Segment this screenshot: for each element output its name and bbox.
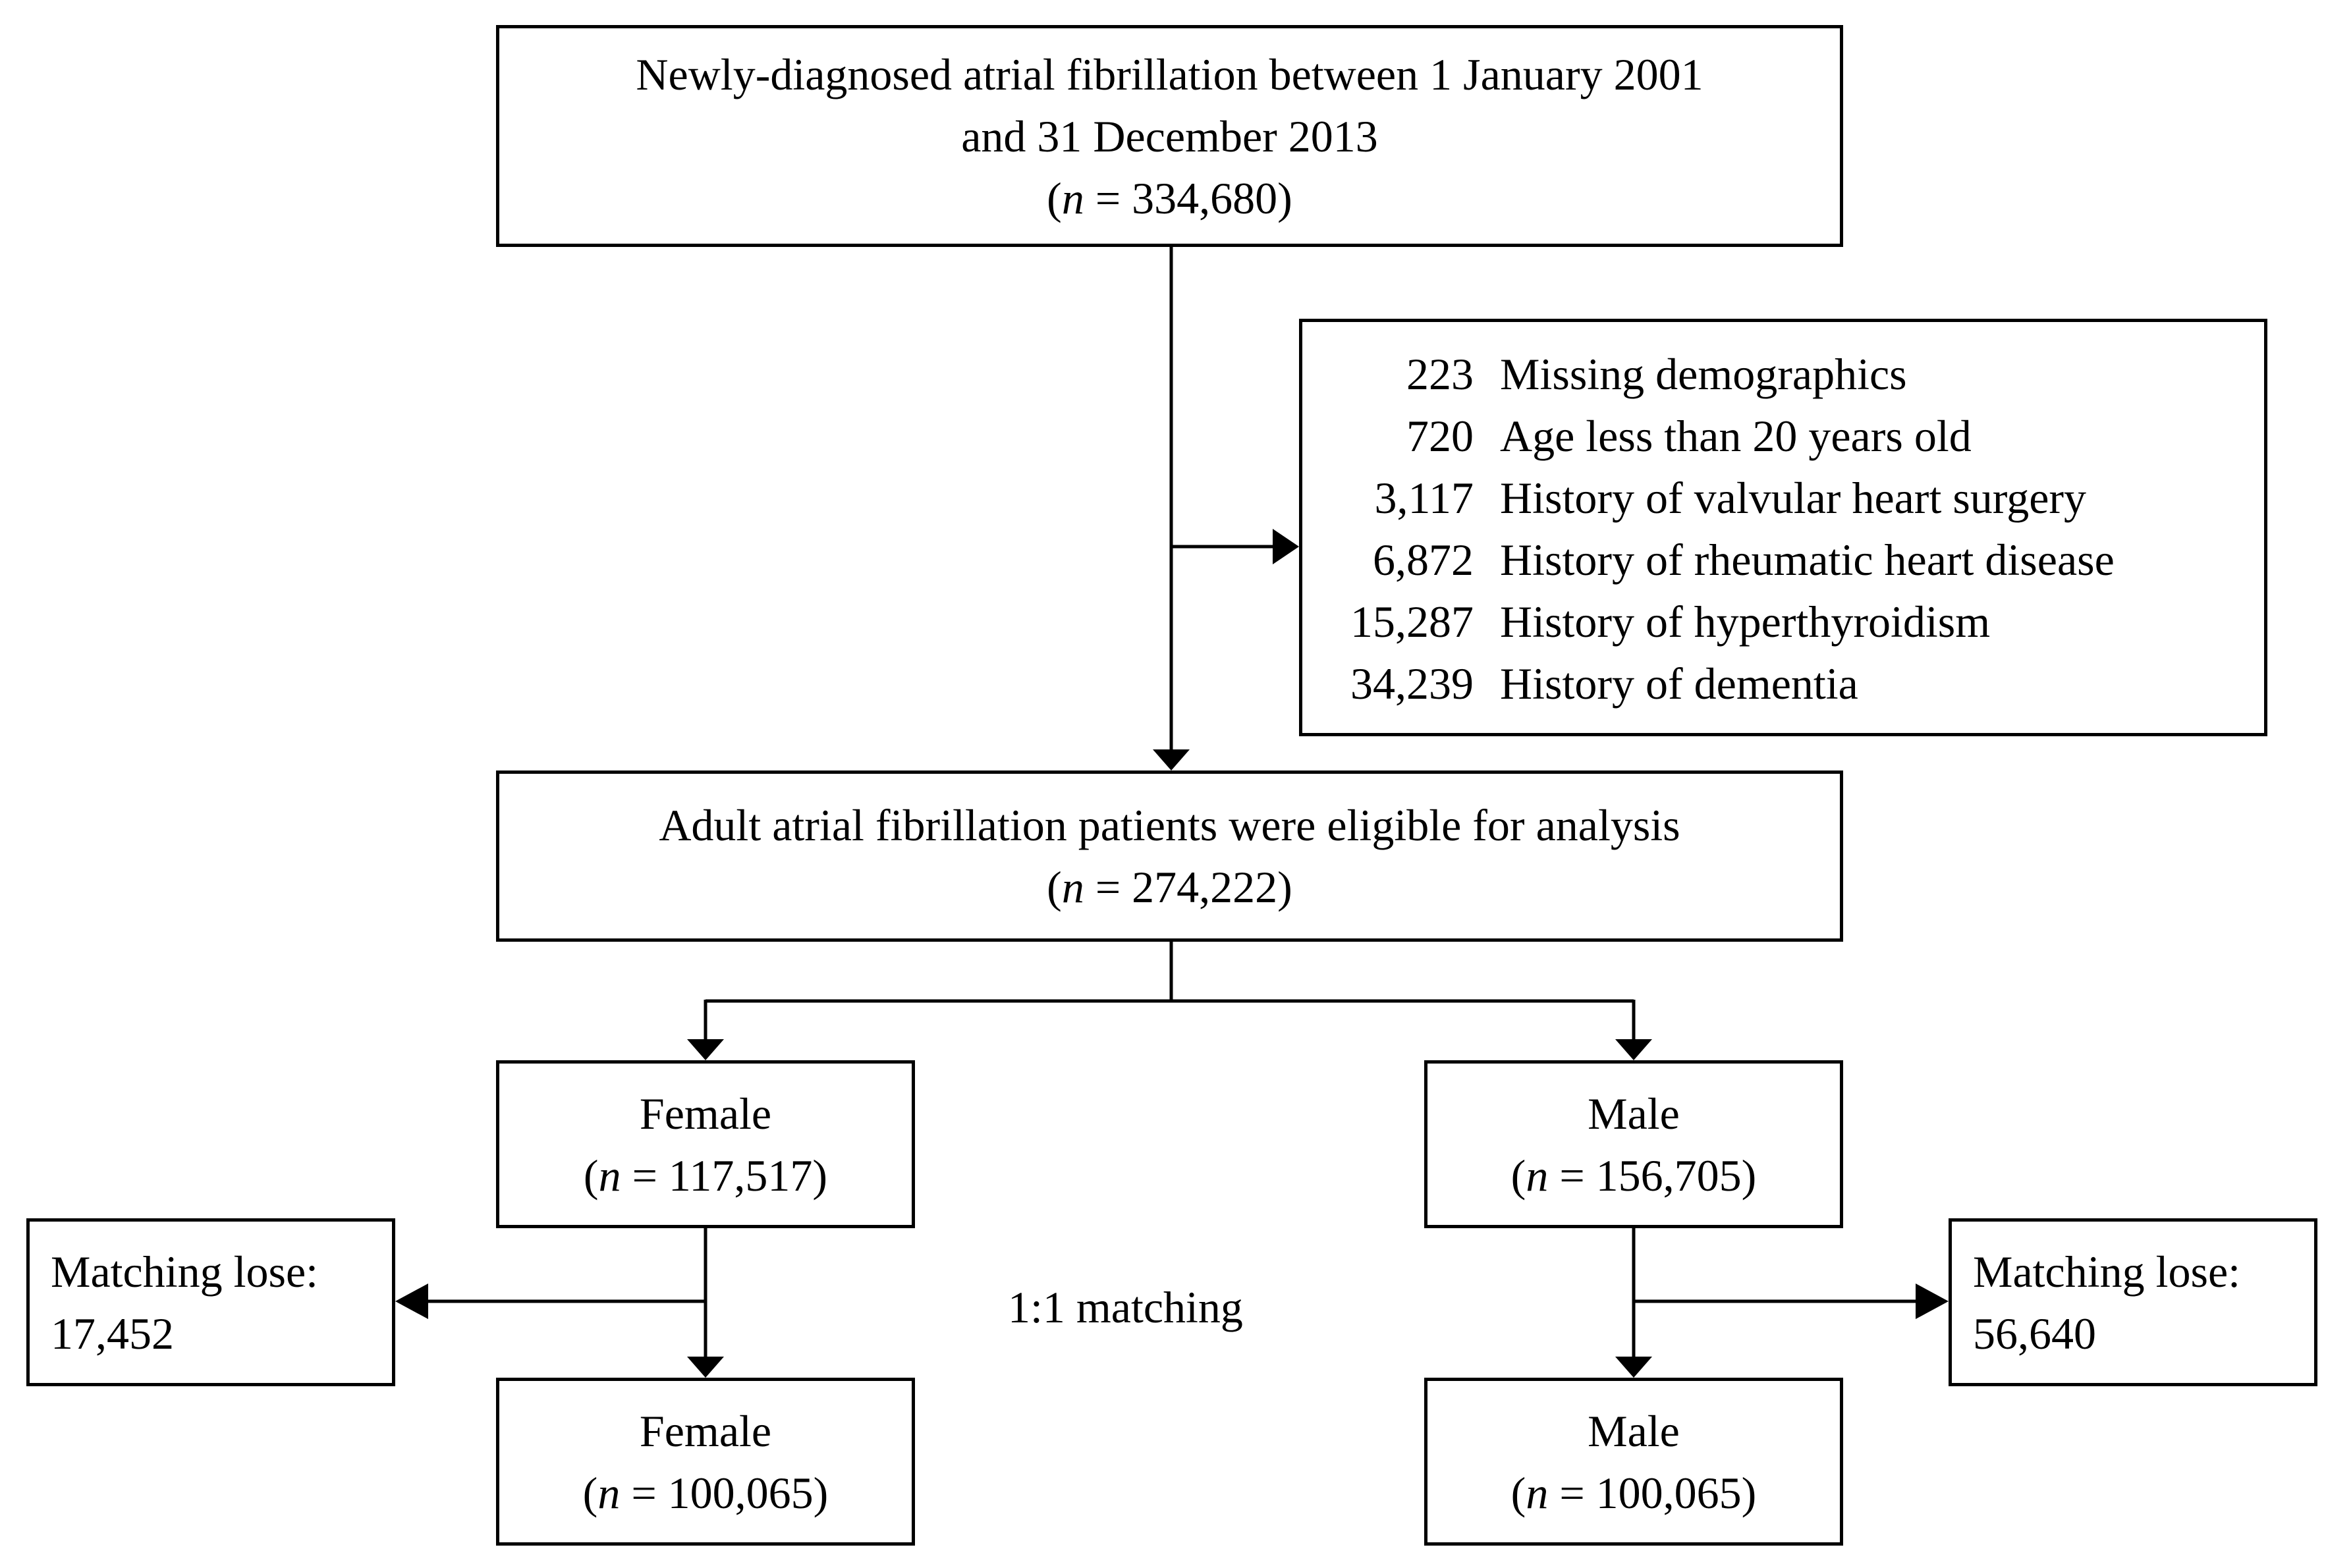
exclusions-box: 223 Missing demographics 720 Age less th… bbox=[1299, 319, 2267, 736]
eligible-n-value: = 274,222) bbox=[1084, 862, 1292, 912]
arrowhead-eligible bbox=[1153, 749, 1190, 770]
start-n-prefix: ( bbox=[1047, 173, 1062, 223]
exclusion-label: Missing demographics bbox=[1500, 349, 1907, 399]
eligible-n-symbol: n bbox=[1061, 862, 1084, 912]
male-matched-n-prefix: ( bbox=[1510, 1467, 1526, 1518]
female-n-prefix: ( bbox=[583, 1150, 599, 1201]
start-line2: and 31 December 2013 bbox=[961, 111, 1378, 161]
female-matched-n-value: = 100,065) bbox=[620, 1467, 829, 1518]
male-n-prefix: ( bbox=[1510, 1150, 1526, 1201]
male-matched-label: Male bbox=[1588, 1405, 1680, 1456]
exclusion-label: History of dementia bbox=[1500, 659, 1858, 709]
arrowhead-female-matched bbox=[687, 1357, 724, 1378]
exclusion-row: 34,239 History of dementia bbox=[1302, 653, 2264, 715]
female-matched-box: Female (n = 100,065) bbox=[496, 1378, 915, 1546]
male-matched-box: Male (n = 100,065) bbox=[1424, 1378, 1843, 1546]
exclusion-row: 223 Missing demographics bbox=[1302, 343, 2264, 405]
male-matched-n-symbol: n bbox=[1526, 1467, 1549, 1518]
eligible-count: (n = 274,222) bbox=[1047, 856, 1292, 918]
male-matched-count: (n = 100,065) bbox=[1511, 1462, 1757, 1524]
female-label: Female bbox=[639, 1088, 772, 1139]
exclusion-label: History of rheumatic heart disease bbox=[1500, 535, 2115, 585]
arrowhead-female-lose bbox=[395, 1284, 428, 1319]
male-count: (n = 156,705) bbox=[1511, 1145, 1757, 1206]
female-matched-label: Female bbox=[639, 1405, 772, 1456]
female-matched-n-symbol: n bbox=[597, 1467, 621, 1518]
arrowhead-male bbox=[1615, 1039, 1652, 1060]
eligible-n-prefix: ( bbox=[1047, 862, 1062, 912]
male-n-symbol: n bbox=[1526, 1150, 1549, 1201]
exclusion-label: Age less than 20 years old bbox=[1500, 411, 1972, 461]
arrowhead-male-matched bbox=[1615, 1357, 1652, 1378]
arrowhead-male-lose bbox=[1916, 1284, 1949, 1319]
start-n-symbol: n bbox=[1061, 173, 1084, 223]
female-lose-label: Matching lose: bbox=[51, 1246, 319, 1297]
matching-label: 1:1 matching bbox=[1008, 1282, 1243, 1332]
arrowhead-female bbox=[687, 1039, 724, 1060]
exclusions-list: 223 Missing demographics 720 Age less th… bbox=[1302, 343, 2264, 715]
exclusion-row: 720 Age less than 20 years old bbox=[1302, 405, 2264, 467]
eligible-box: Adult atrial fibrillation patients were … bbox=[496, 770, 1843, 942]
male-n-value: = 156,705) bbox=[1548, 1150, 1757, 1201]
start-n-value: = 334,680) bbox=[1084, 173, 1292, 223]
exclusion-count: 15,287 bbox=[1350, 597, 1474, 647]
exclusion-count: 3,117 bbox=[1374, 473, 1474, 523]
exclusion-count: 34,239 bbox=[1350, 659, 1474, 709]
female-box: Female (n = 117,517) bbox=[496, 1060, 915, 1228]
start-line1: Newly-diagnosed atrial fibrillation betw… bbox=[636, 49, 1703, 99]
male-lose-box: Matching lose: 56,640 bbox=[1949, 1218, 2317, 1386]
male-label: Male bbox=[1588, 1088, 1680, 1139]
eligible-line1: Adult atrial fibrillation patients were … bbox=[659, 800, 1680, 850]
male-matched-n-value: = 100,065) bbox=[1548, 1467, 1757, 1518]
male-box: Male (n = 156,705) bbox=[1424, 1060, 1843, 1228]
female-matched-n-prefix: ( bbox=[582, 1467, 598, 1518]
female-lose-box: Matching lose: 17,452 bbox=[26, 1218, 395, 1386]
female-lose-count: 17,452 bbox=[51, 1308, 174, 1359]
female-n-value: = 117,517) bbox=[621, 1150, 828, 1201]
exclusion-count: 720 bbox=[1406, 411, 1474, 461]
start-count: (n = 334,680) bbox=[1047, 167, 1292, 229]
exclusion-label: History of hyperthyroidism bbox=[1500, 597, 1991, 647]
exclusion-row: 15,287 History of hyperthyroidism bbox=[1302, 591, 2264, 653]
exclusion-row: 3,117 History of valvular heart surgery bbox=[1302, 467, 2264, 529]
start-box: Newly-diagnosed atrial fibrillation betw… bbox=[496, 25, 1843, 247]
exclusion-row: 6,872 History of rheumatic heart disease bbox=[1302, 529, 2264, 591]
female-count: (n = 117,517) bbox=[584, 1145, 827, 1206]
arrowhead-exclusions bbox=[1273, 529, 1299, 564]
male-lose-count: 56,640 bbox=[1973, 1308, 2096, 1359]
male-lose-label: Matching lose: bbox=[1973, 1246, 2241, 1297]
female-matched-count: (n = 100,065) bbox=[583, 1462, 829, 1524]
exclusion-count: 223 bbox=[1406, 349, 1474, 399]
female-n-symbol: n bbox=[598, 1150, 621, 1201]
exclusion-label: History of valvular heart surgery bbox=[1500, 473, 2087, 523]
exclusion-count: 6,872 bbox=[1373, 535, 1474, 585]
